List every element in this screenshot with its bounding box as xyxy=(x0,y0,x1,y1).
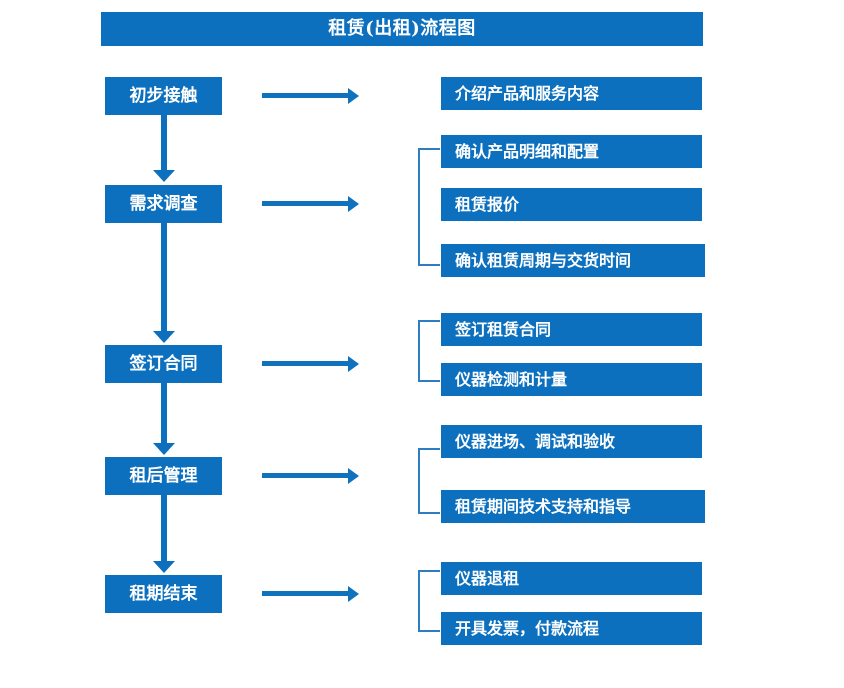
stage-label: 签订合同 xyxy=(129,353,198,374)
detail-box-introduce-products-services[interactable]: 介绍产品和服务内容 xyxy=(441,77,702,110)
detail-label: 签订租赁合同 xyxy=(455,319,552,339)
detail-label: 开具发票，付款流程 xyxy=(455,618,600,638)
detail-label: 仪器检测和计量 xyxy=(455,369,568,389)
detail-label: 仪器进场、调试和验收 xyxy=(455,431,616,451)
stage-label: 租后管理 xyxy=(129,465,198,486)
horizontal-arrow-demand-survey xyxy=(262,196,359,212)
group-bracket-sign-contract xyxy=(418,320,440,382)
detail-box-invoice-payment-process[interactable]: 开具发票，付款流程 xyxy=(441,612,702,645)
detail-label: 介绍产品和服务内容 xyxy=(455,83,600,103)
vertical-arrow-contact-to-survey xyxy=(153,115,175,182)
horizontal-arrow-lease-end xyxy=(262,586,359,602)
stage-box-post-rental-management[interactable]: 租后管理 xyxy=(105,457,222,495)
horizontal-arrow-sign-contract xyxy=(262,356,359,372)
stage-box-initial-contact[interactable]: 初步接触 xyxy=(105,77,222,115)
detail-box-technical-support-during-lease[interactable]: 租赁期间技术支持和指导 xyxy=(441,490,705,523)
stage-label: 需求调查 xyxy=(129,193,198,214)
detail-label: 确认产品明细和配置 xyxy=(455,141,600,161)
detail-box-confirm-lease-period-delivery[interactable]: 确认租赁周期与交货时间 xyxy=(441,244,705,277)
detail-box-instrument-entry-commissioning-acceptance[interactable]: 仪器进场、调试和验收 xyxy=(441,425,702,458)
vertical-arrow-contract-to-management xyxy=(153,383,175,455)
stage-label: 租期结束 xyxy=(129,583,198,604)
stage-box-demand-survey[interactable]: 需求调查 xyxy=(105,185,222,223)
stage-box-sign-contract[interactable]: 签订合同 xyxy=(105,345,222,383)
horizontal-arrow-initial-contact xyxy=(262,88,359,104)
page-title: 租赁(出租)流程图 xyxy=(328,18,476,39)
group-bracket-post-rental-management xyxy=(418,448,440,514)
detail-label: 确认租赁周期与交货时间 xyxy=(455,250,632,270)
stage-box-lease-end[interactable]: 租期结束 xyxy=(105,575,222,613)
horizontal-arrow-post-rental-management xyxy=(262,468,359,484)
flowchart-title-bar: 租赁(出租)流程图 xyxy=(101,12,703,46)
detail-label: 租赁报价 xyxy=(455,194,520,214)
vertical-arrow-management-to-end xyxy=(153,495,175,573)
detail-box-instrument-inspection-metering[interactable]: 仪器检测和计量 xyxy=(441,363,702,396)
detail-box-instrument-return[interactable]: 仪器退租 xyxy=(441,562,702,595)
stage-label: 初步接触 xyxy=(129,85,198,106)
detail-box-rental-quotation[interactable]: 租赁报价 xyxy=(441,188,702,221)
detail-box-sign-lease-contract[interactable]: 签订租赁合同 xyxy=(441,313,702,346)
vertical-arrow-survey-to-contract xyxy=(153,223,175,343)
group-bracket-demand-survey xyxy=(418,148,440,266)
detail-label: 仪器退租 xyxy=(455,568,520,588)
detail-box-confirm-product-details-config[interactable]: 确认产品明细和配置 xyxy=(441,135,702,168)
group-bracket-lease-end xyxy=(418,570,440,632)
detail-label: 租赁期间技术支持和指导 xyxy=(455,496,632,516)
